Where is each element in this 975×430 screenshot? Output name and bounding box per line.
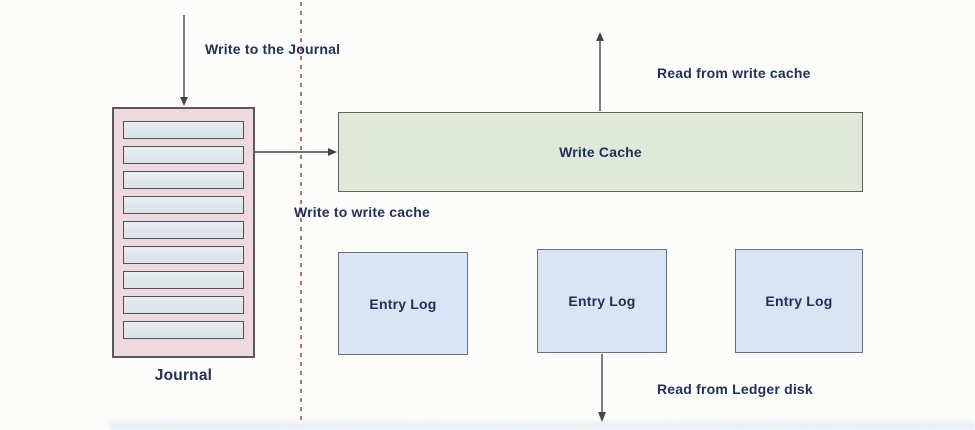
arrow-journal-to-write-cache-head — [328, 148, 337, 156]
entry-log-box-3: Entry Log — [735, 249, 863, 353]
annotation-write-to-journal: Write to the Journal — [205, 41, 341, 57]
entry-log-box-2: Entry Log — [537, 249, 667, 353]
write-cache-label: Write Cache — [559, 144, 642, 160]
journal-slot — [123, 271, 244, 289]
entry-log-label-3: Entry Log — [765, 293, 833, 309]
journal-slot — [123, 171, 244, 189]
entry-log-box-1: Entry Log — [338, 252, 468, 355]
annotation-read-from-ledger-disk: Read from Ledger disk — [657, 381, 813, 397]
journal-slot — [123, 296, 244, 314]
journal-slot — [123, 221, 244, 239]
journal-slot — [123, 146, 244, 164]
annotation-read-from-write-cache: Read from write cache — [657, 65, 811, 81]
entry-log-label-2: Entry Log — [568, 293, 636, 309]
arrow-read-from-ledger-head — [598, 412, 606, 422]
annotation-write-to-write-cache: Write to write cache — [294, 204, 431, 220]
journal-slot — [123, 321, 244, 339]
journal-slot — [123, 196, 244, 214]
arrow-write-to-journal-head — [180, 97, 188, 106]
journal-box — [112, 107, 255, 358]
journal-slot — [123, 121, 244, 139]
write-cache-box: Write Cache — [338, 112, 863, 192]
entry-log-label-1: Entry Log — [369, 295, 437, 312]
journal-slot — [123, 246, 244, 264]
arrow-read-from-write-cache-head — [596, 32, 604, 41]
journal-label: Journal — [154, 367, 213, 384]
